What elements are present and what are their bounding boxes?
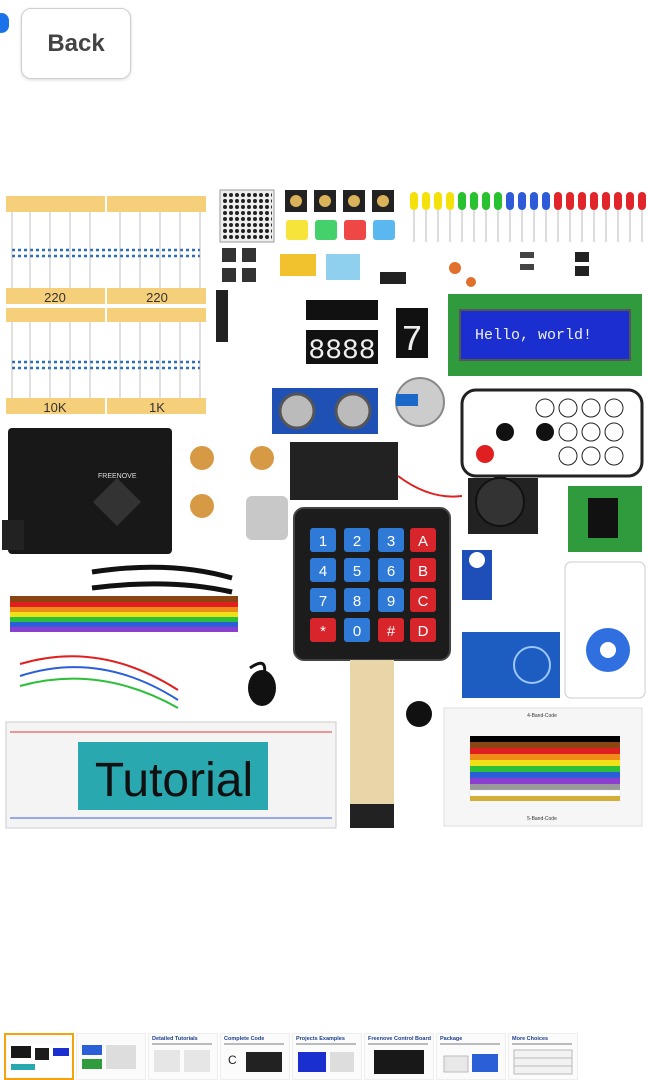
svg-text:6: 6	[387, 563, 395, 580]
ultrasonic-sensor	[272, 388, 378, 434]
svg-text:*: *	[320, 623, 326, 640]
thumbnail-7-subtitle	[440, 1043, 500, 1045]
potentiometers	[190, 446, 288, 540]
thumbnail-5-title: Projects Examples	[296, 1036, 345, 1042]
thumbnail-1[interactable]	[4, 1033, 74, 1080]
thumbnail-2-image	[82, 1045, 136, 1069]
thumbnail-8-title: More Choices	[512, 1036, 549, 1042]
thumbnail-2[interactable]	[76, 1033, 146, 1080]
stepper-motor	[395, 377, 445, 427]
thumbnail-8-subtitle	[512, 1043, 572, 1045]
back-button[interactable]: Back	[21, 8, 131, 79]
ir-remote	[460, 388, 644, 478]
resistor-label-2: 220	[146, 290, 168, 305]
lcd-module: Hello, world!	[448, 294, 642, 376]
motor-driver-board	[568, 486, 642, 552]
thumbnail-6-subtitle	[368, 1043, 428, 1045]
svg-text:4: 4	[319, 563, 327, 580]
resistor-strips: 220 220 10K 1K	[6, 196, 206, 415]
svg-text:A: A	[418, 533, 428, 550]
thumbnail-4-image: C	[228, 1052, 282, 1072]
leds	[410, 192, 646, 242]
battery-holder	[290, 442, 463, 500]
thumbnail-6-title: Freenove Control Board	[368, 1036, 431, 1042]
svg-text:#: #	[387, 623, 396, 640]
edge-indicator	[0, 13, 9, 33]
control-board: FREENOVE	[2, 428, 172, 554]
thumbnail-8[interactable]: More Choices	[508, 1033, 578, 1080]
resistor-label-3: 10K	[43, 400, 66, 415]
tutorial-label: Tutorial	[95, 754, 253, 807]
servo-motor	[462, 550, 492, 600]
thumbnail-4-title: Complete Code	[224, 1036, 265, 1042]
svg-text:C: C	[228, 1053, 237, 1067]
resistor-label-1: 220	[44, 290, 66, 305]
svg-text:8888: 8888	[308, 336, 375, 367]
svg-text:7: 7	[319, 593, 327, 610]
thumbnail-3[interactable]: Detailed Tutorials	[148, 1033, 218, 1080]
keypad: 1 2 3 A 4 5 6 B 7 8 9 C * 0 # D	[293, 507, 451, 828]
svg-text:1: 1	[319, 533, 327, 550]
cables	[10, 564, 276, 709]
thumbnail-4-subtitle	[224, 1043, 284, 1045]
thumbnail-strip: Detailed Tutorials Complete Code C Proje…	[0, 1033, 648, 1080]
resistor-label-4: 1K	[149, 400, 165, 415]
svg-text:3: 3	[387, 533, 395, 550]
chart-title-5band: 5-Band-Code	[527, 816, 557, 822]
board-brand: FREENOVE	[98, 473, 137, 480]
svg-text:D: D	[418, 623, 429, 640]
single-digit-display: 7	[401, 320, 423, 361]
thumbnail-7-image	[443, 1054, 498, 1073]
thumbnail-7[interactable]: Package	[436, 1033, 506, 1080]
buzzer	[406, 701, 432, 727]
chart-title-4band: 4-Band-Code	[527, 713, 557, 719]
thumbnail-6[interactable]: Freenove Control Board	[364, 1033, 434, 1080]
thumbnail-7-title: Package	[440, 1036, 463, 1042]
svg-text:5: 5	[353, 563, 361, 580]
thumbnail-4[interactable]: Complete Code C	[220, 1033, 290, 1080]
svg-text:8: 8	[353, 593, 361, 610]
thumbnail-5[interactable]: Projects Examples	[292, 1033, 362, 1080]
thumbnail-3-subtitle	[152, 1043, 212, 1045]
thumbnail-5-image	[298, 1052, 354, 1072]
rfid-reader	[462, 632, 560, 698]
svg-text:B: B	[418, 563, 428, 580]
svg-text:0: 0	[353, 623, 361, 640]
displays: 8888 7	[216, 290, 428, 367]
svg-text:C: C	[418, 593, 429, 610]
thumbnail-3-image	[154, 1050, 210, 1072]
thumbnail-6-image	[374, 1050, 424, 1074]
thumbnail-3-title: Detailed Tutorials	[152, 1036, 198, 1042]
rfid-card	[564, 561, 646, 699]
resistor-color-chart: 4-Band-Code 5-Band-Code	[443, 707, 643, 827]
led-matrix	[219, 189, 275, 243]
small-components	[280, 252, 589, 287]
thumbnail-8-image	[513, 1049, 573, 1075]
thumbnail-1-image	[9, 1044, 71, 1077]
push-buttons	[222, 190, 395, 282]
svg-text:9: 9	[387, 593, 395, 610]
product-image[interactable]: 220 220 10K 1K	[0, 180, 648, 840]
lcd-text: Hello, world!	[475, 327, 592, 344]
thumbnail-5-subtitle	[296, 1043, 356, 1045]
joystick-module	[468, 477, 538, 534]
breadboard: Tutorial	[5, 721, 337, 829]
svg-text:2: 2	[353, 533, 361, 550]
